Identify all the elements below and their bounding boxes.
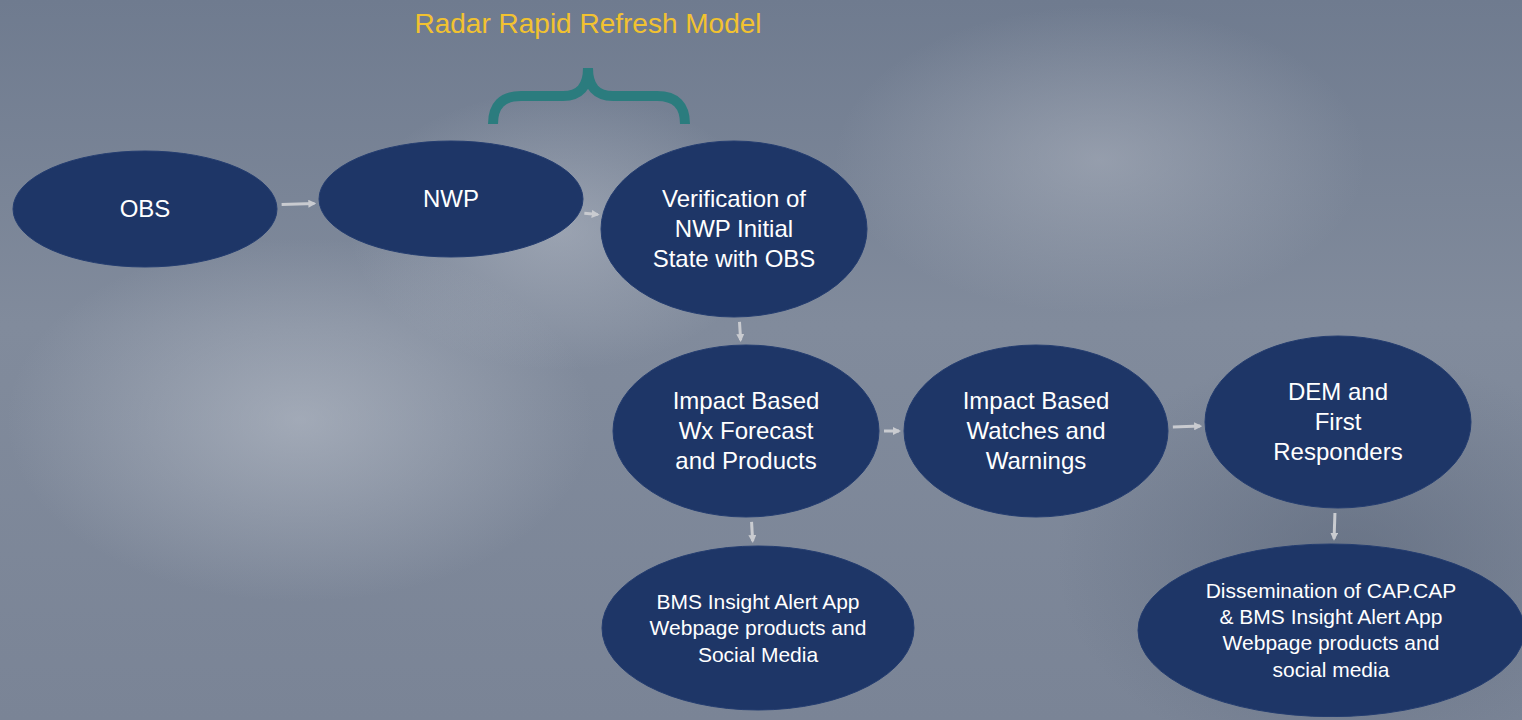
node-text: Dissemination of CAP.CAP & BMS Insight A… [1201,577,1461,682]
process-ellipse: Verification of NWP Initial State with O… [600,140,868,318]
flow-arrow [584,213,597,214]
process-ellipse: DEM and First Responders [1204,335,1472,509]
node-text: OBS [45,194,245,224]
process-ellipse: BMS Insight Alert App Webpage products a… [601,545,915,711]
process-ellipse: Dissemination of CAP.CAP & BMS Insight A… [1137,543,1522,718]
flow-arrow [1173,425,1200,429]
node-text: Impact Based Watches and Warnings [951,386,1121,476]
flow-arrow [1333,513,1337,539]
ellipse-shape [1137,543,1522,718]
process-ellipse: OBS [12,150,278,268]
process-ellipse: Impact Based Wx Forecast and Products [612,344,880,518]
node-text: NWP [351,184,551,214]
flow-arrow [740,322,741,340]
flow-arrow [282,203,315,204]
process-ellipse: Impact Based Watches and Warnings [903,344,1169,518]
node-text: DEM and First Responders [1263,377,1413,467]
flow-arrow [884,430,899,433]
node-text: Impact Based Wx Forecast and Products [656,386,836,476]
node-text: BMS Insight Alert App Webpage products a… [643,589,873,668]
flow-arrow [752,522,753,541]
curly-brace [493,68,685,124]
node-text: Verification of NWP Initial State with O… [649,184,819,274]
process-ellipse: NWP [318,140,584,258]
callout-label: Radar Rapid Refresh Model [414,8,761,40]
